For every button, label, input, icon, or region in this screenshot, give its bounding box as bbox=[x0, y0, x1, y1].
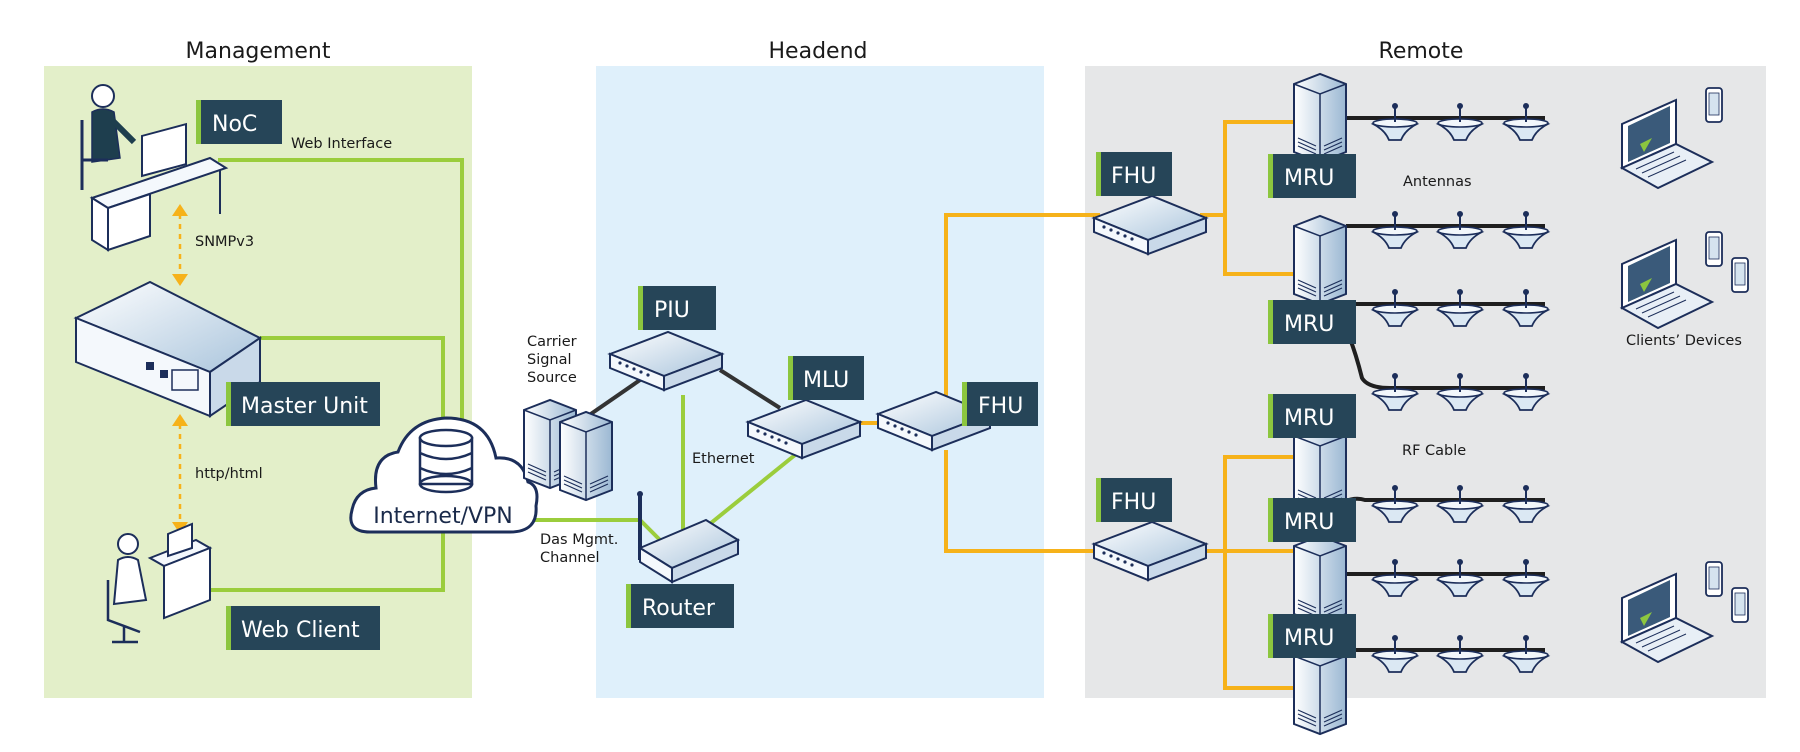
smartphone-icon bbox=[1705, 561, 1723, 597]
internet-vpn-cloud-icon bbox=[349, 416, 539, 534]
mru-label-5: MRU bbox=[1268, 614, 1356, 658]
web-client-label: Web Client bbox=[226, 606, 380, 650]
svg-text:NoC: NoC bbox=[212, 112, 257, 137]
mru-tower-icon bbox=[1293, 215, 1347, 305]
snmp-annotation: SNMPv3 bbox=[195, 234, 254, 250]
mru-label-1: MRU bbox=[1268, 154, 1356, 198]
carrier-annotation-line2: Signal bbox=[527, 352, 572, 368]
mru-label-4: MRU bbox=[1268, 498, 1356, 542]
web-interface-annotation: Web Interface bbox=[291, 136, 392, 152]
fhu-top-label: FHU bbox=[1096, 152, 1172, 196]
noc-label: NoC bbox=[196, 100, 282, 144]
svg-text:MRU: MRU bbox=[1284, 312, 1334, 337]
web-client-user-icon bbox=[106, 522, 213, 644]
smartphone-icon bbox=[1731, 587, 1749, 623]
svg-text:PIU: PIU bbox=[654, 298, 690, 323]
ethernet-annotation: Ethernet bbox=[692, 451, 755, 467]
svg-text:FHU: FHU bbox=[1111, 164, 1156, 189]
fhu-center-label: FHU bbox=[962, 382, 1038, 426]
router-device-icon bbox=[637, 491, 741, 584]
noc-operator-icon bbox=[80, 84, 229, 252]
carrier-links bbox=[583, 368, 782, 420]
das-mgmt-annotation-line2: Channel bbox=[540, 550, 600, 566]
clients-devices-annotation: Clients’ Devices bbox=[1626, 333, 1742, 349]
carrier-annotation-line3: Source bbox=[527, 370, 577, 386]
svg-text:MRU: MRU bbox=[1284, 406, 1334, 431]
mru-tower-icon bbox=[1293, 535, 1347, 625]
internet-vpn-label: Internet/VPN bbox=[373, 504, 513, 529]
mru-tower-icon bbox=[1293, 73, 1347, 163]
headend-title: Headend bbox=[769, 39, 868, 64]
antennas-annotation: Antennas bbox=[1403, 174, 1472, 190]
master-unit-label: Master Unit bbox=[226, 382, 380, 426]
svg-text:MLU: MLU bbox=[803, 368, 849, 393]
svg-text:MRU: MRU bbox=[1284, 510, 1334, 535]
das-mgmt-annotation-line1: Das Mgmt. bbox=[540, 532, 618, 548]
mlu-label: MLU bbox=[788, 356, 864, 400]
piu-label: PIU bbox=[638, 286, 716, 330]
carrier-annotation-line1: Carrier bbox=[527, 334, 577, 350]
mru-label-3: MRU bbox=[1268, 394, 1356, 438]
http-annotation: http/html bbox=[195, 466, 263, 482]
svg-text:MRU: MRU bbox=[1284, 626, 1334, 651]
mru-tower-icon bbox=[1293, 645, 1347, 735]
database-icon bbox=[418, 428, 474, 494]
svg-text:Router: Router bbox=[642, 596, 716, 621]
svg-text:FHU: FHU bbox=[1111, 490, 1156, 515]
smartphone-icon bbox=[1705, 87, 1723, 123]
svg-text:Master Unit: Master Unit bbox=[241, 394, 368, 419]
fiber-links bbox=[850, 120, 1300, 690]
router-label: Router bbox=[626, 584, 734, 628]
fhu-bottom-label: FHU bbox=[1096, 478, 1172, 522]
smartphone-icon bbox=[1731, 257, 1749, 293]
smartphone-icon bbox=[1705, 231, 1723, 267]
master-unit-device-icon bbox=[73, 280, 262, 418]
management-title: Management bbox=[186, 39, 331, 64]
svg-text:FHU: FHU bbox=[978, 394, 1023, 419]
svg-text:Web Client: Web Client bbox=[241, 618, 360, 643]
mru-label-2: MRU bbox=[1268, 300, 1356, 344]
rf-cable-annotation: RF Cable bbox=[1402, 443, 1466, 459]
svg-text:MRU: MRU bbox=[1284, 166, 1334, 191]
remote-title: Remote bbox=[1379, 39, 1464, 64]
